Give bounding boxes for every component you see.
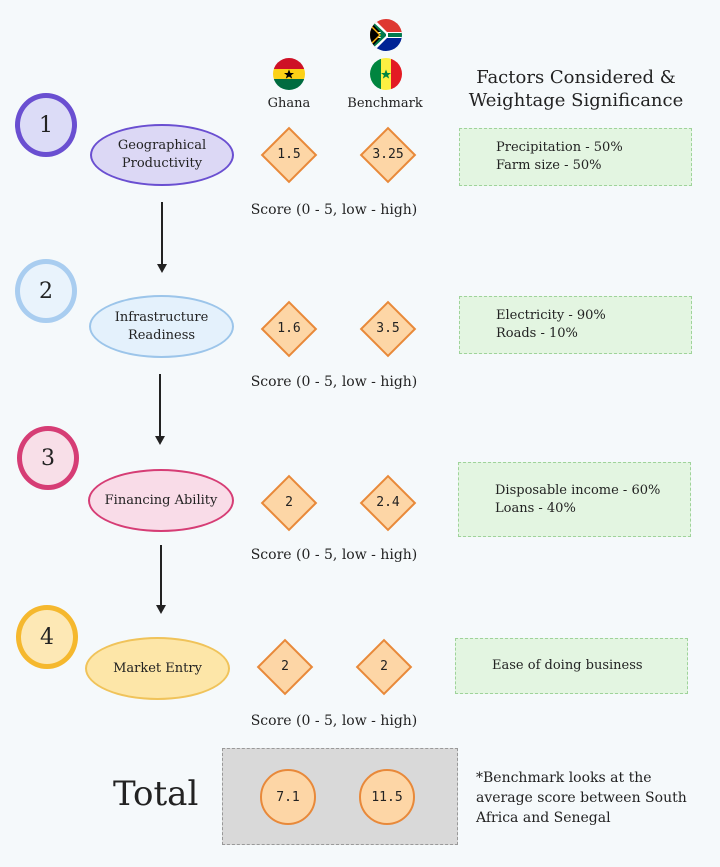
flow-arrow-1 — [161, 202, 163, 264]
ghana-column-header: Ghana — [267, 96, 311, 111]
factor-item: Precipitation - 50% — [496, 140, 623, 155]
ghana-score-3: 2 — [285, 495, 293, 510]
factor-item: Loans - 40% — [495, 501, 576, 516]
factors-box-4: Ease of doing business — [455, 638, 688, 694]
stage-market-entry: Market Entry — [85, 637, 230, 700]
benchmark-note: *Benchmark looks at the average score be… — [476, 770, 687, 826]
stage-geographical-productivity: Geographical Productivity — [90, 124, 234, 186]
ghana-score-2: 1.6 — [277, 321, 301, 336]
benchmark-total: 11.5 — [359, 769, 415, 825]
score-label-3: Score (0 - 5, low - high) — [250, 547, 418, 563]
benchmark-score-4: 2 — [380, 659, 388, 674]
ghana-score-1: 1.5 — [277, 147, 301, 162]
factor-item: Farm size - 50% — [496, 158, 602, 173]
factors-box-2: Electricity - 90% Roads - 10% — [459, 296, 692, 354]
flow-arrow-2 — [159, 374, 161, 436]
benchmark-column-header: Benchmark — [347, 96, 423, 111]
benchmark-score-2: 3.5 — [376, 321, 400, 336]
factors-title: Factors Considered & Weightage Significa… — [468, 67, 684, 111]
benchmark-score-3: 2.4 — [376, 495, 400, 510]
south-africa-flag-icon — [370, 19, 402, 51]
stage-number-1: 1 — [15, 93, 77, 157]
total-box — [222, 748, 458, 845]
factors-box-3: Disposable income - 60% Loans - 40% — [458, 462, 691, 537]
factor-item: Ease of doing business — [492, 658, 643, 673]
score-label-1: Score (0 - 5, low - high) — [250, 202, 418, 218]
factors-box-1: Precipitation - 50% Farm size - 50% — [459, 128, 692, 186]
factor-item: Roads - 10% — [496, 326, 578, 341]
stage-number-3: 3 — [17, 426, 79, 490]
arrow-head-icon — [156, 605, 166, 614]
arrow-head-icon — [155, 436, 165, 445]
ghana-flag-icon — [273, 58, 305, 90]
factor-item: Disposable income - 60% — [495, 483, 661, 498]
total-label: Total — [113, 774, 199, 814]
benchmark-score-1: 3.25 — [372, 147, 404, 162]
stage-number-2: 2 — [15, 259, 77, 323]
ghana-total: 7.1 — [260, 769, 316, 825]
flow-arrow-3 — [160, 545, 162, 605]
stage-infrastructure-readiness: Infrastructure Readiness — [89, 295, 234, 358]
stage-financing-ability: Financing Ability — [88, 469, 234, 532]
ghana-score-4: 2 — [281, 659, 289, 674]
score-label-4: Score (0 - 5, low - high) — [250, 713, 418, 729]
score-label-2: Score (0 - 5, low - high) — [250, 374, 418, 390]
arrow-head-icon — [157, 264, 167, 273]
senegal-flag-icon — [370, 58, 402, 90]
factor-item: Electricity - 90% — [496, 308, 606, 323]
stage-number-4: 4 — [16, 605, 78, 669]
